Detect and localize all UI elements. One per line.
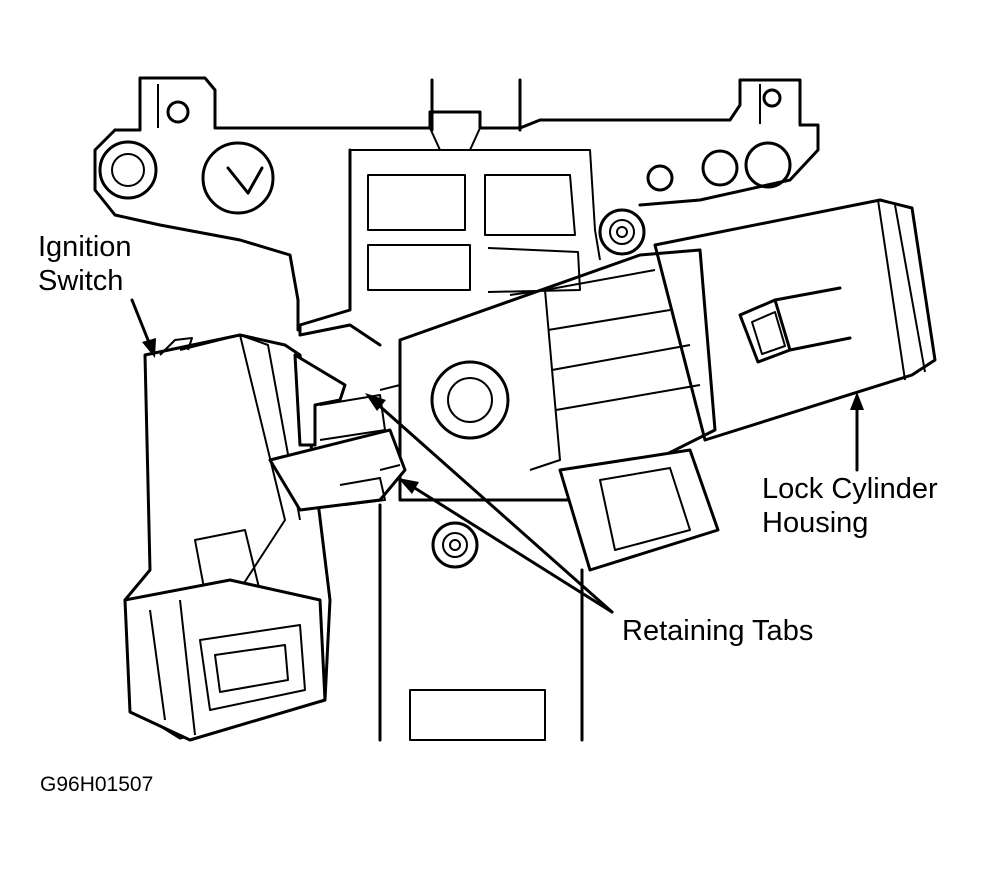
- ignition-switch-label-line1: Ignition: [38, 231, 132, 263]
- lock-cylinder-housing-label-line2: Housing: [762, 507, 869, 539]
- ignition-switch-label-line2: Switch: [38, 265, 124, 297]
- leader-lines: [130, 298, 864, 614]
- ignition-switch-label: Ignition Switch: [38, 230, 132, 298]
- lock-cylinder-housing-label: Lock Cylinder Housing: [762, 472, 938, 540]
- retaining-tabs-label: Retaining Tabs: [622, 615, 814, 647]
- ignition-switch: [123, 333, 332, 742]
- figure-code: G96H01507: [40, 773, 154, 796]
- steering-column-shaft: [378, 78, 584, 742]
- lock-cylinder-housing-label-line1: Lock Cylinder: [762, 473, 938, 505]
- retaining-tab-area: [268, 353, 407, 512]
- lock-cylinder-housing: [398, 198, 937, 572]
